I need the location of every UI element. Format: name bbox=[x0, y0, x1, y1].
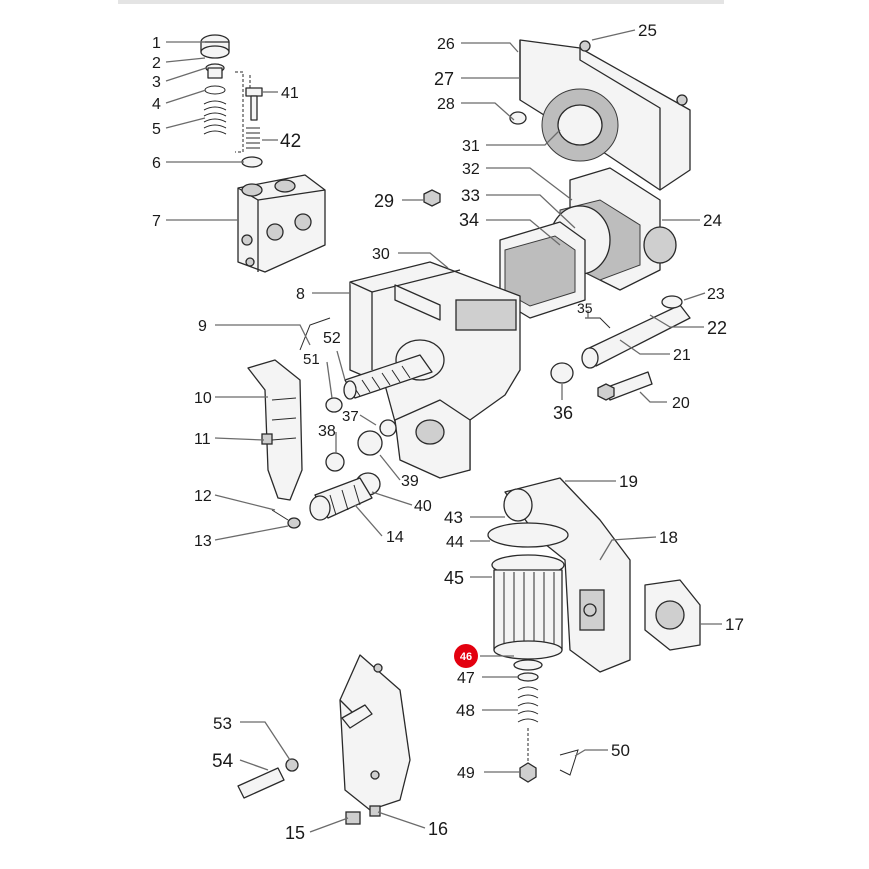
callout-20[interactable]: 20 bbox=[672, 395, 690, 412]
callout-5[interactable]: 5 bbox=[152, 121, 161, 138]
callout-24[interactable]: 24 bbox=[703, 211, 722, 230]
filter-spring bbox=[517, 672, 539, 783]
rear-cover bbox=[509, 39, 691, 191]
callout-49[interactable]: 49 bbox=[457, 765, 475, 782]
callout-42[interactable]: 42 bbox=[280, 131, 301, 152]
callout-4[interactable]: 4 bbox=[152, 96, 161, 113]
cover-plate bbox=[339, 654, 411, 825]
seal-39 bbox=[357, 430, 383, 456]
callout-9[interactable]: 9 bbox=[198, 318, 207, 335]
valve-block bbox=[237, 174, 326, 273]
callout-23[interactable]: 23 bbox=[707, 286, 725, 303]
callout-19[interactable]: 19 bbox=[619, 472, 638, 491]
callout-30[interactable]: 30 bbox=[372, 246, 390, 263]
callout-2[interactable]: 2 bbox=[152, 55, 161, 72]
callout-18[interactable]: 18 bbox=[659, 528, 678, 547]
callout-36[interactable]: 36 bbox=[553, 403, 573, 423]
callout-46[interactable]: 46 bbox=[460, 651, 472, 663]
callout-10[interactable]: 10 bbox=[194, 390, 212, 407]
callout-41[interactable]: 41 bbox=[281, 85, 299, 102]
bolt-20 bbox=[597, 371, 653, 401]
callout-43[interactable]: 43 bbox=[444, 508, 463, 527]
callout-31[interactable]: 31 bbox=[462, 138, 480, 155]
callout-34[interactable]: 34 bbox=[459, 210, 479, 230]
callout-1[interactable]: 1 bbox=[152, 35, 161, 52]
callout-45[interactable]: 45 bbox=[444, 568, 464, 588]
callout-13[interactable]: 13 bbox=[194, 533, 212, 550]
pin-and-spring bbox=[245, 75, 263, 149]
seal-6 bbox=[241, 156, 263, 168]
spline-shaft bbox=[343, 354, 433, 400]
filter-element bbox=[487, 522, 569, 671]
callout-14[interactable]: 14 bbox=[386, 529, 404, 546]
callout-37[interactable]: 37 bbox=[342, 408, 359, 425]
callout-52[interactable]: 52 bbox=[323, 330, 341, 347]
pin-35 bbox=[585, 317, 611, 329]
callout-48[interactable]: 48 bbox=[456, 701, 475, 720]
relief-valve-stack bbox=[200, 34, 244, 153]
tube-21-23 bbox=[581, 295, 691, 369]
gasket bbox=[644, 579, 701, 651]
seal-51 bbox=[325, 397, 343, 413]
callout-3[interactable]: 3 bbox=[152, 74, 161, 91]
callout-51[interactable]: 51 bbox=[303, 351, 320, 368]
callout-39[interactable]: 39 bbox=[401, 473, 419, 490]
callout-15[interactable]: 15 bbox=[285, 823, 305, 843]
callout-25[interactable]: 25 bbox=[638, 21, 657, 40]
callout-8[interactable]: 8 bbox=[296, 286, 305, 303]
callout-labels: 1 2 3 4 5 6 7 8 9 10 11 12 13 14 15 16 1… bbox=[152, 21, 744, 843]
callout-17[interactable]: 17 bbox=[725, 615, 744, 634]
seal-36 bbox=[550, 362, 574, 384]
callout-11[interactable]: 11 bbox=[194, 431, 211, 448]
callout-21[interactable]: 21 bbox=[673, 347, 691, 364]
bolt-11 bbox=[261, 433, 273, 445]
callout-54[interactable]: 54 bbox=[212, 751, 234, 772]
callout-16[interactable]: 16 bbox=[428, 819, 448, 839]
callout-28[interactable]: 28 bbox=[437, 96, 455, 113]
wire-9 bbox=[299, 317, 331, 351]
part-drawings bbox=[200, 34, 701, 825]
callout-32[interactable]: 32 bbox=[462, 161, 480, 178]
fitting-53-54 bbox=[237, 758, 299, 799]
callout-6[interactable]: 6 bbox=[152, 155, 161, 172]
callout-29[interactable]: 29 bbox=[374, 191, 394, 211]
callout-33[interactable]: 33 bbox=[461, 186, 480, 205]
clip-50 bbox=[559, 749, 579, 776]
seal-37 bbox=[379, 419, 397, 437]
gear-pump bbox=[499, 167, 677, 319]
callout-47[interactable]: 47 bbox=[457, 670, 475, 687]
callout-50[interactable]: 50 bbox=[611, 741, 630, 760]
callout-22[interactable]: 22 bbox=[707, 318, 727, 338]
valve-spool bbox=[309, 477, 373, 521]
callout-38[interactable]: 38 bbox=[318, 423, 336, 440]
callout-7[interactable]: 7 bbox=[152, 213, 161, 230]
callout-35[interactable]: 35 bbox=[577, 300, 593, 316]
callout-40[interactable]: 40 bbox=[414, 498, 432, 515]
callout-53[interactable]: 53 bbox=[213, 714, 232, 733]
seal-38 bbox=[325, 452, 345, 472]
lever bbox=[247, 359, 303, 501]
top-border bbox=[118, 0, 724, 4]
callout-12[interactable]: 12 bbox=[194, 488, 212, 505]
callout-26[interactable]: 26 bbox=[437, 36, 455, 53]
nut-29 bbox=[423, 189, 441, 207]
leader-lines bbox=[165, 29, 722, 833]
callout-46-highlight[interactable]: 46 bbox=[454, 644, 478, 668]
callout-27[interactable]: 27 bbox=[434, 69, 454, 89]
callout-44[interactable]: 44 bbox=[446, 534, 464, 551]
callout-46-badge bbox=[454, 644, 478, 668]
pin-12-13 bbox=[271, 509, 301, 529]
